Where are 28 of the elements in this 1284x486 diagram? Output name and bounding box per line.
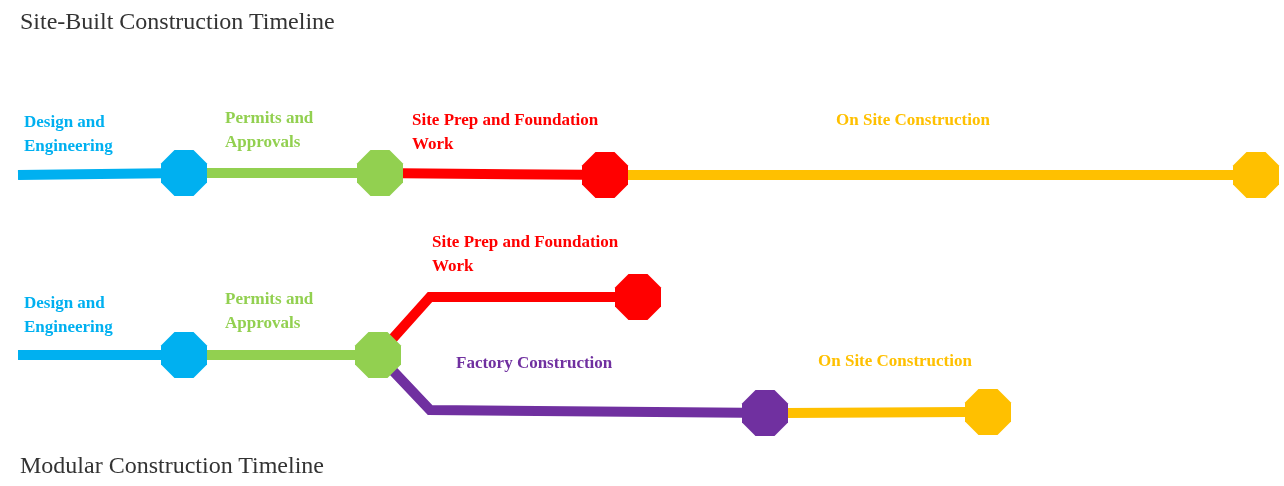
octagon-marker — [582, 152, 628, 198]
octagon-marker — [965, 389, 1011, 435]
title: Site-Built Construction Timeline — [20, 8, 335, 35]
edge-label: Site Prep and Foundation Work — [432, 231, 620, 277]
octagon-marker — [1233, 152, 1279, 198]
timeline-segment — [388, 292, 616, 342]
timeline-segment — [627, 170, 1234, 180]
octagon-marker — [161, 332, 207, 378]
octagon-marker — [742, 390, 788, 436]
timeline-segment — [206, 168, 358, 178]
caption: Modular Construction Timeline — [20, 452, 324, 479]
edge-label: Permits and Approvals — [225, 288, 315, 334]
timeline-segment — [17, 168, 163, 180]
timeline-segment — [18, 350, 162, 360]
edge-label: Design and Engineering — [24, 111, 114, 157]
timeline-segment — [787, 407, 966, 418]
edge-label: On Site Construction — [836, 109, 991, 131]
timeline-segment — [389, 367, 744, 418]
edge-label: On Site Construction — [818, 350, 973, 372]
octagon-marker — [355, 332, 401, 378]
edge-label: Design and Engineering — [24, 292, 114, 338]
edge-label: Site Prep and Foundation Work — [412, 109, 600, 155]
timeline-segment — [206, 350, 356, 360]
edge-label: Factory Construction — [456, 352, 614, 374]
edge-label: Permits and Approvals — [225, 107, 315, 153]
octagon-marker — [357, 150, 403, 196]
octagon-marker — [615, 274, 661, 320]
octagon-marker — [161, 150, 207, 196]
